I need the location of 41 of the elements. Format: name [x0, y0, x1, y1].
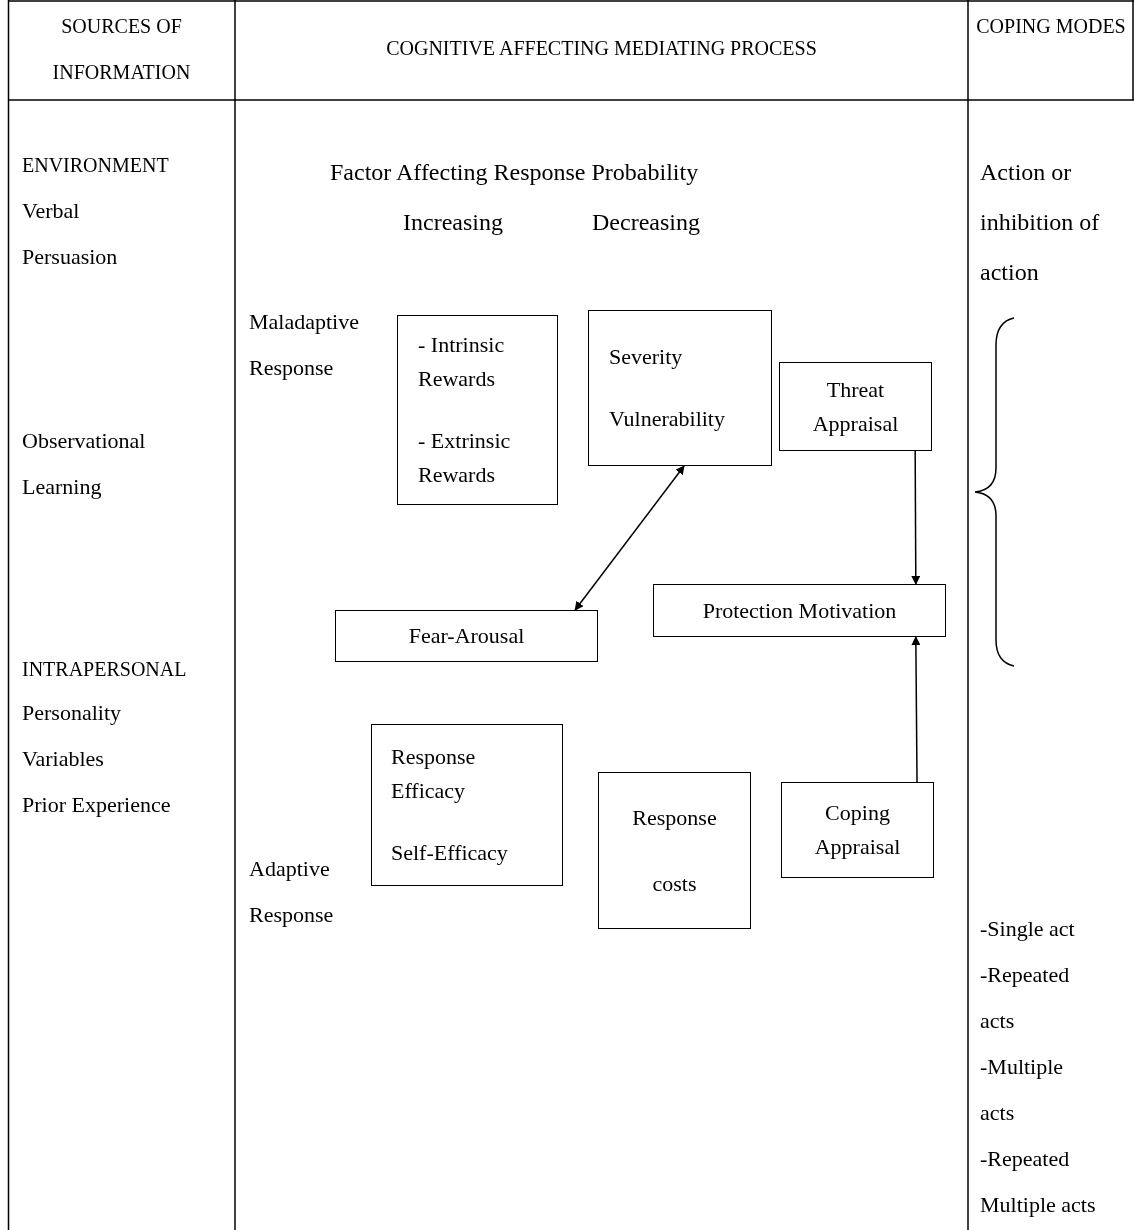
box-text: Coping Appraisal: [813, 799, 902, 861]
label-text: Adaptive Response: [249, 855, 335, 929]
box-text: - Intrinsic Rewards: [418, 331, 506, 393]
box-text: Response costs: [631, 803, 718, 898]
column-header: COPING MODES: [975, 14, 1127, 39]
process-box: [397, 315, 558, 505]
label-text: Factor Affecting Response Probability: [330, 158, 700, 187]
process-box: [779, 362, 932, 451]
box-text: Threat Appraisal: [811, 375, 900, 438]
arrow: [574, 465, 685, 611]
box-text: Severity: [609, 343, 683, 371]
label-text: Maladaptive Response: [249, 308, 360, 382]
box-text: Response Efficacy: [391, 743, 477, 805]
process-box: [598, 772, 751, 929]
process-box: [371, 724, 563, 886]
label-text: -Single act: [980, 915, 1076, 943]
box-text: Protection Motivation: [702, 596, 897, 625]
process-box: [653, 584, 946, 637]
label-text: Verbal Persuasion: [22, 197, 119, 271]
box-text: - Extrinsic Rewards: [418, 427, 512, 489]
label-text: ENVIRONMENT: [22, 153, 170, 178]
box-text: Fear-Arousal: [408, 622, 525, 650]
label-text: Decreasing: [592, 208, 701, 237]
column-header: COGNITIVE AFFECTING MEDIATING PROCESS: [385, 36, 818, 61]
arrow: [911, 636, 921, 783]
process-box: [588, 310, 772, 466]
label-text: -Repeated Multiple acts: [980, 1145, 1097, 1219]
label-text: -Multiple acts: [980, 1053, 1065, 1127]
label-text: Personality Variables: [22, 699, 122, 773]
box-text: Self-Efficacy: [391, 839, 508, 867]
label-text: Action or inhibition of action: [980, 158, 1101, 287]
arrow: [911, 450, 921, 585]
column-header: SOURCES OF INFORMATION: [51, 14, 192, 85]
label-text: Observational Learning: [22, 427, 147, 501]
label-text: INTRAPERSONAL: [22, 657, 188, 682]
box-text: Vulnerability: [609, 405, 725, 433]
process-box: [335, 610, 598, 662]
label-text: Increasing: [403, 208, 504, 237]
process-box: [781, 782, 934, 878]
label-text: Prior Experience: [22, 791, 172, 819]
label-text: -Repeated acts: [980, 961, 1071, 1035]
